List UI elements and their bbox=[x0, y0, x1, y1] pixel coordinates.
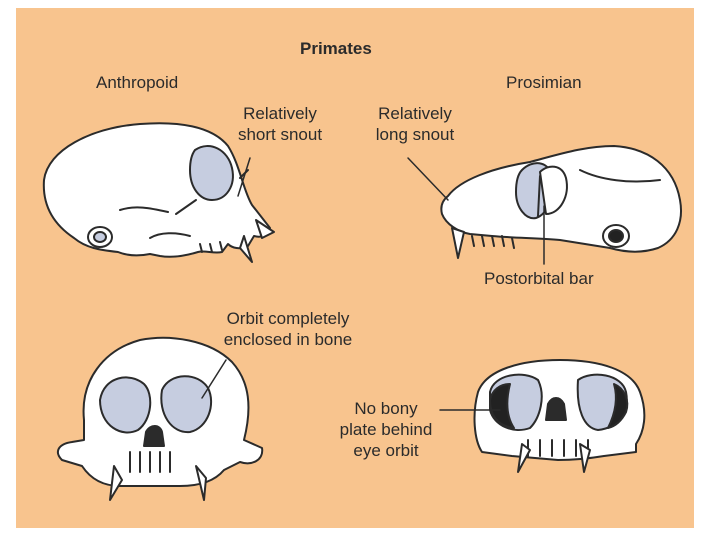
label-short-snout: Relatively short snout bbox=[214, 103, 346, 145]
label-orbit-enclosed-line-1: Orbit completely bbox=[204, 308, 372, 329]
label-long-snout: Relatively long snout bbox=[354, 103, 476, 145]
label-postorbital-bar: Postorbital bar bbox=[484, 268, 594, 289]
label-orbit-enclosed: Orbit completely enclosed in bone bbox=[204, 308, 372, 350]
label-orbit-enclosed-line-2: enclosed in bone bbox=[204, 329, 372, 350]
label-no-bony-plate: No bony plate behind eye orbit bbox=[326, 398, 446, 461]
diagram-title: Primates bbox=[300, 38, 372, 59]
anthropoid-skull-front bbox=[58, 338, 262, 500]
label-short-snout-line-1: Relatively bbox=[214, 103, 346, 124]
label-no-bony-plate-line-2: plate behind bbox=[326, 419, 446, 440]
label-long-snout-line-2: long snout bbox=[354, 124, 476, 145]
leader-long-snout bbox=[408, 158, 448, 200]
group-label-anthropoid: Anthropoid bbox=[96, 72, 178, 93]
label-no-bony-plate-line-3: eye orbit bbox=[326, 440, 446, 461]
label-long-snout-line-1: Relatively bbox=[354, 103, 476, 124]
prosimian-skull-front bbox=[475, 360, 645, 472]
label-no-bony-plate-line-1: No bony bbox=[326, 398, 446, 419]
prosimian-skull-side bbox=[441, 146, 681, 258]
group-label-prosimian: Prosimian bbox=[506, 72, 582, 93]
label-short-snout-line-2: short snout bbox=[214, 124, 346, 145]
